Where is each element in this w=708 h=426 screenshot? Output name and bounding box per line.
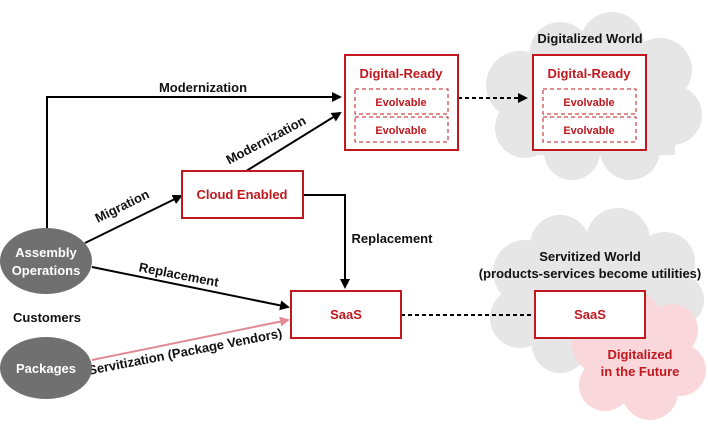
servitized-world-label: Servitized World (539, 249, 641, 264)
migration-label: Migration (92, 186, 151, 225)
digital-ready-left-title: Digital-Ready (359, 66, 443, 81)
migration-arrow (84, 195, 183, 244)
packages-node: Packages (0, 337, 92, 399)
replacement-diag-arrow (91, 266, 290, 311)
servitized-world-sublabel: (products-services become utilities) (479, 266, 702, 281)
saas-right-label: SaaS (574, 307, 606, 322)
saas-left-label: SaaS (330, 307, 362, 322)
evolvable-left-1: Evolvable (375, 97, 426, 109)
assembly-operations-node: Assembly Operations (0, 228, 92, 294)
replacement-vertical-arrow (303, 194, 350, 289)
cloud-enabled-box: Cloud Enabled (181, 170, 304, 219)
assembly-label-line1: Assembly (15, 245, 77, 260)
assembly-label-line2: Operations (12, 263, 81, 278)
customers-label: Customers (13, 310, 81, 325)
replacement-vertical-label: Replacement (352, 231, 434, 246)
digital-ready-box-right: Digital-Ready Evolvable Evolvable (532, 54, 647, 151)
packages-label: Packages (16, 361, 76, 376)
cloud-enabled-label: Cloud Enabled (197, 187, 288, 202)
future-label-line2: in the Future (601, 364, 680, 379)
modernization-top-label: Modernization (159, 80, 247, 95)
future-label-line1: Digitalized (607, 347, 672, 362)
digital-ready-right-title: Digital-Ready (547, 66, 631, 81)
digitalized-world-label: Digitalized World (537, 31, 642, 46)
servitization-arrow (91, 316, 290, 361)
modernization-diag-arrow (242, 111, 342, 174)
evolvable-right-2: Evolvable (563, 125, 614, 137)
saas-box-right: SaaS (534, 290, 646, 339)
evolvable-left-2: Evolvable (375, 125, 426, 137)
edges (46, 92, 535, 361)
modernization-top-arrow (46, 92, 342, 230)
saas-box-left: SaaS (290, 290, 402, 339)
digital-ready-box-left: Digital-Ready Evolvable Evolvable (344, 54, 459, 151)
evolvable-right-1: Evolvable (563, 97, 614, 109)
servitization-label: Servitization (Package Vendors) (87, 325, 283, 377)
